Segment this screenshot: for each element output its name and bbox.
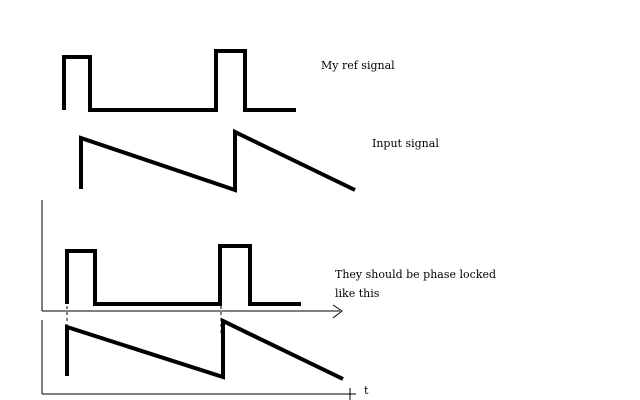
time-axis-label: t xyxy=(364,384,369,397)
upper-plot-x-arrowhead xyxy=(332,304,343,319)
phase-locked-label-line2: like this xyxy=(335,287,380,300)
ref-signal-waveform xyxy=(62,49,296,112)
input-signal-waveform xyxy=(79,128,356,193)
ref-signal-label: My ref signal xyxy=(321,59,395,72)
phase-locked-label-line1: They should be phase locked xyxy=(335,268,497,281)
input-signal-label: Input signal xyxy=(372,137,439,150)
locked-ref-waveform xyxy=(65,244,301,306)
locked-input-waveform xyxy=(65,317,344,381)
